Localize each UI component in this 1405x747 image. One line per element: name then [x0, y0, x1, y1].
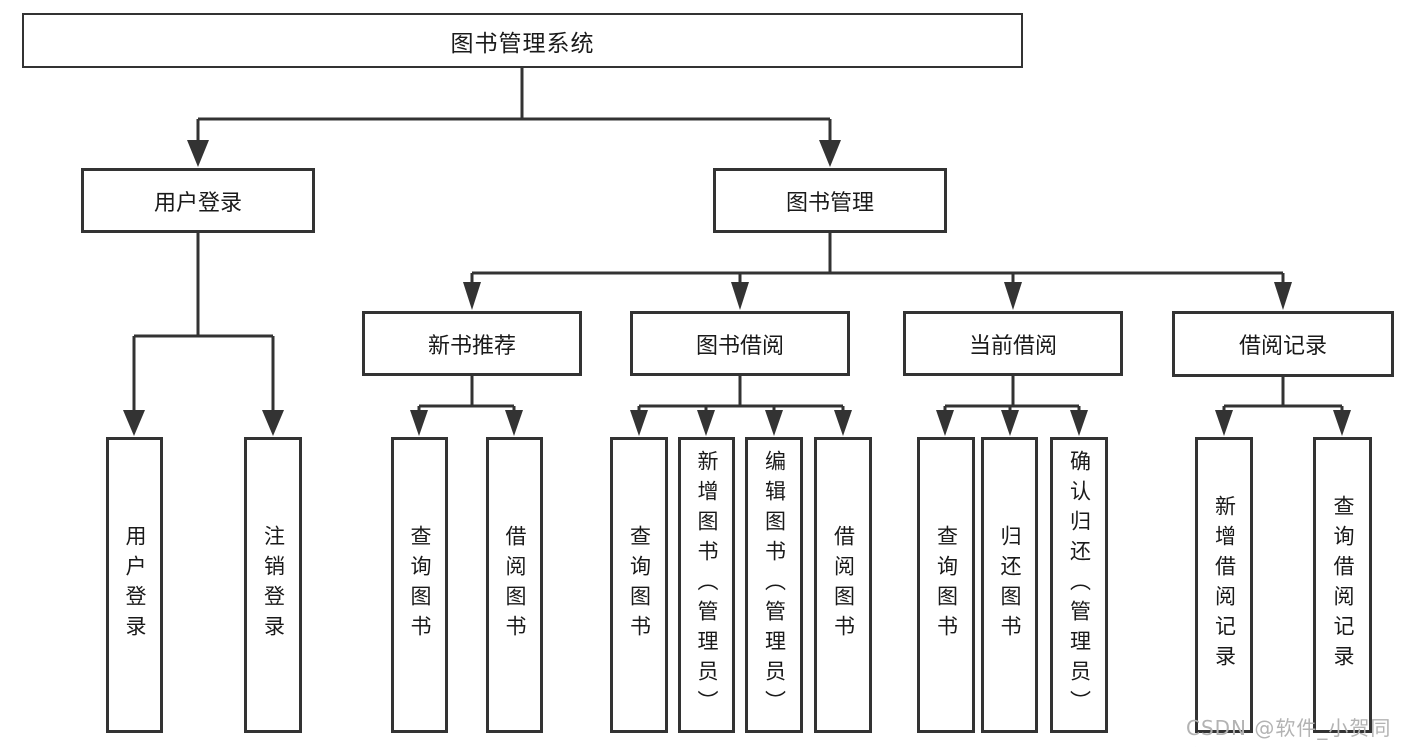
- connector-new-book-children: [417, 376, 516, 412]
- node-user-login: 用户登录: [81, 168, 315, 233]
- leaf-query-books-current: 查询图书: [917, 437, 975, 733]
- arrowhead: [505, 410, 523, 436]
- node-book-borrowing: 图书借阅: [630, 311, 850, 376]
- arrowhead: [1070, 410, 1088, 436]
- connector-root-to-level2: [196, 68, 832, 142]
- node-current-borrowing: 当前借阅: [903, 311, 1123, 376]
- arrowhead: [1215, 410, 1233, 436]
- leaf-confirm-return-admin: 确认归还（管理员）: [1050, 437, 1108, 733]
- leaf-logout: 注销登录: [244, 437, 302, 733]
- node-book-management: 图书管理: [713, 168, 947, 233]
- leaf-borrow-books: 借阅图书: [814, 437, 872, 733]
- arrowhead: [765, 410, 783, 436]
- leaf-query-borrow-record: 查询借阅记录: [1313, 437, 1372, 733]
- node-library-management-system: 图书管理系统: [22, 13, 1023, 68]
- arrowhead: [1274, 282, 1292, 310]
- node-borrowing-records: 借阅记录: [1172, 311, 1394, 377]
- arrowhead: [834, 410, 852, 436]
- leaf-add-books-admin: 新增图书（管理员）: [678, 437, 735, 733]
- arrowhead: [1001, 410, 1019, 436]
- connector-book-borrowing-children: [637, 376, 845, 412]
- arrowhead: [463, 282, 481, 310]
- leaf-return-books: 归还图书: [981, 437, 1038, 733]
- arrowhead: [410, 410, 428, 436]
- arrowhead: [630, 410, 648, 436]
- leaf-borrow-books-recommend: 借阅图书: [486, 437, 543, 733]
- watermark: CSDN @软件_小贺同学: [1186, 716, 1392, 747]
- connector-current-borrowing-children: [943, 376, 1081, 412]
- leaf-user-login: 用户登录: [106, 437, 163, 733]
- arrowhead: [187, 140, 209, 167]
- arrowhead: [936, 410, 954, 436]
- arrowhead: [1004, 282, 1022, 310]
- connector-borrowing-records-children: [1222, 376, 1344, 412]
- leaf-edit-books-admin: 编辑图书（管理员）: [745, 437, 803, 733]
- arrowhead: [731, 282, 749, 310]
- arrowhead: [123, 410, 145, 436]
- arrowhead: [262, 410, 284, 436]
- connector-book-management-children: [470, 233, 1285, 284]
- node-new-book-recommendation: 新书推荐: [362, 311, 582, 376]
- leaf-add-borrow-record: 新增借阅记录: [1195, 437, 1253, 733]
- arrowhead: [1333, 410, 1351, 436]
- leaf-query-books-borrow: 查询图书: [610, 437, 668, 733]
- connector-user-login-children: [132, 233, 275, 412]
- arrowhead: [697, 410, 715, 436]
- arrowheads: [123, 140, 1351, 436]
- arrowhead: [819, 140, 841, 167]
- leaf-query-books-recommend: 查询图书: [391, 437, 448, 733]
